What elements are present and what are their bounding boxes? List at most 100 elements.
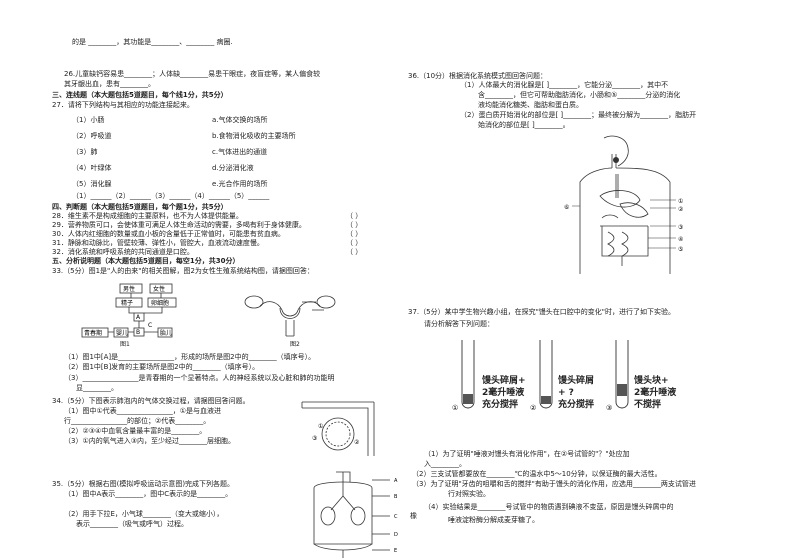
tube1-num: ①	[452, 404, 458, 412]
flow-box-egg: 卵细胞	[151, 299, 169, 307]
digestive-label-5: ⑤	[678, 246, 683, 253]
tube3-label2: 2毫升唾液	[634, 388, 677, 398]
model-label-a: A	[394, 478, 398, 484]
q34-1b: 行________________的部位；②代表________。	[64, 417, 211, 425]
q36-1b: 含________，但它可帮助脂肪消化，小肠和⑤________分泌的消化	[478, 91, 681, 99]
q26-line1: 26.儿童缺钙容易患________；人体缺________易患干眼症，夜盲症等…	[64, 70, 321, 78]
tube2-label3: 充分搅拌	[558, 400, 595, 410]
alveolus-label-2: ②	[354, 439, 360, 446]
figure1-caption: 图1	[120, 341, 130, 348]
test-tubes-diagram: ① ② ③	[452, 340, 629, 412]
matching-right-item: e.光合作用的场所	[212, 180, 268, 188]
q36-1a: （1）人体最大的消化腺是[ ]________，它能分泌________，其中不	[460, 81, 669, 89]
digestive-system-diagram: ⑥ ① ② ③ ④ ⑤	[564, 135, 684, 274]
q36-2a: （2）蛋白质开始消化的部位是[ ]________；最终被分解为________…	[460, 111, 697, 119]
q33-3a: （3）________________是青春期的一个显著特点。人的神经系统以及心…	[64, 374, 335, 382]
alveolus-label-1: ①	[318, 423, 323, 430]
matching-answer-line: （1）______（2）______（3）______（4）______（5）_…	[72, 192, 270, 200]
digestive-label-3: ③	[678, 224, 683, 231]
matching-right-item: c.气体进出的通道	[212, 148, 268, 156]
section5-title: 五、分析说明题（本大题包括5道题目，每空1分，共30分）	[52, 257, 240, 265]
q37-1b: 入________。	[424, 460, 466, 468]
q36-2b: 始消化的部位是[ ]________。	[478, 121, 570, 129]
tube3-label3: 不搅拌	[634, 400, 662, 410]
q35-intro: 35.（5分）根据右图(模拟呼吸运动示意图)完成下列各题。	[52, 480, 235, 488]
q33-intro: 33.（5分）图1是"人的由来"的相关图解，图2为女性生殖系统结构图，请据图回答…	[52, 267, 314, 275]
q37-3: （3）为了证明"牙齿的咀嚼和舌的搅拌"有助于馒头的消化作用，应选用_______…	[412, 480, 696, 488]
judge-item: 28．维生素不是构成细胞的主要原料，也不为人体提供能量。	[52, 212, 243, 220]
judge-bracket: （ ）	[346, 239, 363, 247]
q37-intro: 37.（5分）某中学生物兴趣小组，在探究"馒头在口腔中的变化"时，进行了如下实验…	[408, 308, 676, 316]
tube2-num: ②	[530, 404, 536, 412]
q36-1c: 液均能消化糖类、脂肪和蛋白质。	[478, 101, 583, 109]
q35-1: （1）图中A表示________，图中C表示的是________。	[64, 490, 233, 498]
model-label-c: C	[394, 514, 398, 520]
q26-line2: 其牙龈出血，患有________。	[64, 80, 155, 88]
judge-bracket: （ ）	[346, 212, 363, 220]
q33-3b: 显________。	[76, 384, 118, 392]
tube1-label1: 馒头碎屑+	[482, 376, 526, 386]
tube1-label3: 充分搅拌	[482, 400, 519, 410]
q34-3: （3）①内的氧气进入③内，至少经过________层细胞。	[64, 437, 236, 445]
judge-bracket: （ ）	[346, 230, 363, 238]
tube3-num: ③	[606, 404, 612, 412]
q37-4: （4）实验结果是________号试管中的物质遇到碘液不变蓝，原因是馒头碎屑中的	[424, 503, 674, 511]
digestive-label-2: ②	[678, 206, 684, 213]
matching-right-item: b.食物消化吸收的主要场所	[212, 132, 296, 140]
section3-title: 三、连线题（本大题包括5道题目，每个线1分，共5分）	[52, 91, 228, 99]
matching-right-item: a.气体交换的场所	[212, 116, 268, 124]
section4-title: 四、判断题（本大题包括5道题目，每个题1分，共5分）	[52, 203, 228, 211]
breathing-model-diagram: A B C D E	[313, 471, 398, 558]
q34-2: （2）②③④中血氧含量最丰富的是________。	[64, 427, 207, 435]
q35-2: （2）用手下拉E，小气球________（变大或缩小），	[64, 510, 224, 518]
model-label-d: D	[394, 532, 398, 538]
q37-intro2: 请分析解答下列问题：	[424, 320, 494, 328]
digestive-label-4: ④	[678, 236, 683, 243]
flow-box-fetus: 胎儿	[160, 329, 172, 337]
flow-box-b: B	[136, 329, 140, 336]
flow-box-male: 男性	[123, 285, 135, 293]
digestive-label-6: ⑥	[564, 204, 569, 211]
q27-intro: 27．请将下列结构与其相应的功能连接起来。	[52, 101, 194, 109]
tube2-label2: + ?	[558, 388, 574, 398]
figure2-caption: 图2	[290, 341, 300, 348]
judge-bracket: （ ）	[346, 248, 363, 256]
q36-intro: 36.（10分）根据消化系统模式图回答问题：	[408, 72, 548, 80]
flow-box-puberty: 青春期	[84, 329, 102, 337]
matching-left-item: （4）叶绿体	[72, 164, 112, 172]
flow-box-c: C	[148, 322, 152, 329]
top-line: 的是 ________，其功能是________、________ 病圈.	[72, 38, 233, 46]
model-side-note: 橡	[410, 512, 417, 520]
q37-1: （1）为了证明"唾液对馒头有消化作用"，在②号试管的"？"处应加	[424, 450, 630, 458]
alveolus-diagram: ① ② ③	[301, 401, 375, 456]
alveolus-label-3: ③	[312, 435, 317, 442]
matching-left-item: （2）呼吸道	[72, 132, 112, 140]
tube2-label1: 馒头碎屑	[558, 376, 595, 386]
q37-2: （2）三支试管都要放在________℃的温水中5～10分钟，以保证酶的最大活性…	[412, 470, 662, 478]
matching-left-item: （1）小肠	[72, 116, 105, 124]
judge-bracket: （ ）	[346, 221, 363, 229]
matching-right-item: d.分泌消化液	[212, 164, 254, 172]
q37-3b: 行对照实验。	[448, 490, 490, 498]
flow-box-sperm: 精子	[121, 299, 133, 307]
judge-item: 32．消化系统和呼吸系统的共同通道是口腔。	[52, 248, 194, 256]
judge-item: 31．静脉和动脉比，管壁较薄、弹性小，管腔大，血液流动速度慢。	[52, 239, 264, 247]
matching-left-item: （3）肺	[72, 148, 98, 156]
q37-4b: 唾液淀粉酶分解成麦芽糖了。	[448, 516, 539, 524]
judge-item: 30．人体内红细胞的数量或血小板的含量低于正常值时，可能患有贫血病。	[52, 230, 285, 238]
human-origin-flowchart: 男性 女性 精子 卵细胞 A B 青春期 婴儿 胎儿 C	[81, 283, 177, 338]
judge-item: 29．营养物质可口，会使体重可满足人体生命活动的需要，多喝有利于身体健康。	[52, 221, 306, 229]
model-label-e: E	[394, 548, 397, 554]
q34-intro: 34.（5分）下图表示肺泡内的气体交换过程，请据图回答问题。	[52, 397, 250, 405]
digestive-label-1: ①	[678, 198, 683, 205]
q33-1: （1）图1中[A]是________________，形成的场所是图2中的___…	[64, 353, 316, 361]
model-label-b: B	[394, 494, 398, 500]
q35-3: 表示________（吸气或呼气）过程。	[76, 520, 188, 528]
flow-box-female: 女性	[153, 285, 165, 293]
q34-1: （1）图中①代表________________，①是与血液进	[64, 407, 222, 415]
matching-left-item: （5）消化腺	[72, 180, 112, 188]
female-reproductive-diagram	[244, 295, 336, 337]
tube1-label2: 2毫升唾液	[482, 388, 525, 398]
flow-box-infant: 婴儿	[116, 330, 128, 337]
q33-2: （2）图1中[B]发育的主要场所是图2中的________（填序号）。	[64, 363, 260, 371]
